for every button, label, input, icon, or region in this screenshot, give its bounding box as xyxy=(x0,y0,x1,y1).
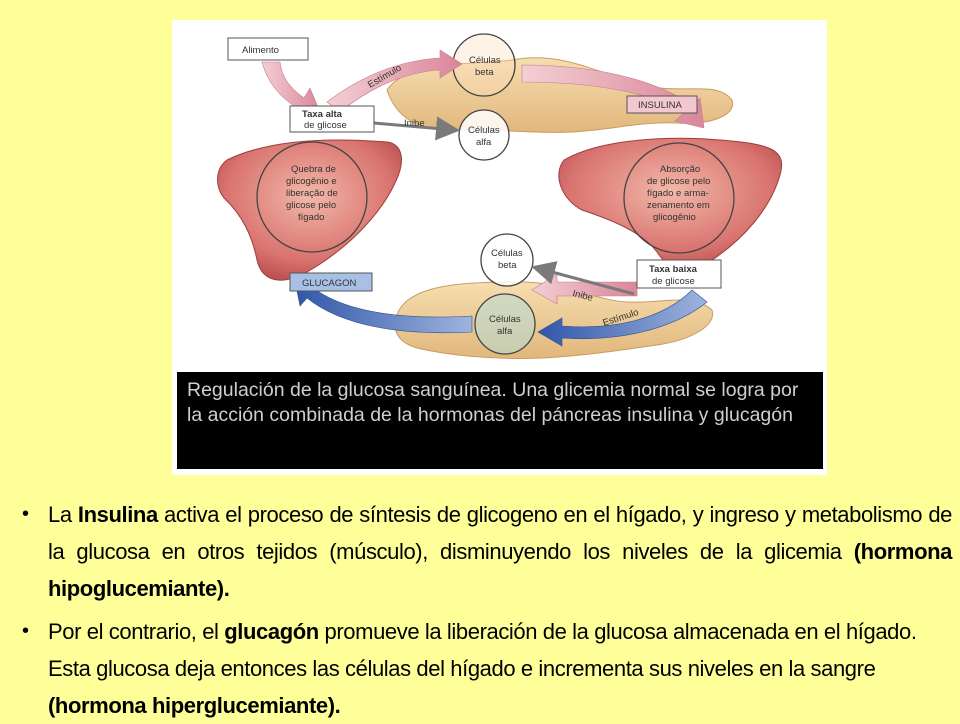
bullet2-bold-conclusion: (hormona hiperglucemiante). xyxy=(48,693,341,718)
label-absorcao-3: fígado e arma- xyxy=(647,188,709,199)
box-taxa-baixa xyxy=(636,259,722,289)
bullet1-bold-term: Insulina xyxy=(77,502,158,527)
label-quebra-2: glicogênio e xyxy=(286,176,337,187)
label-celulas-beta-bottom-2: beta xyxy=(498,260,517,271)
box-alimento xyxy=(227,37,309,61)
label-celulas-alfa-bottom-2: alfa xyxy=(497,326,513,337)
label-quebra-4: glicose pelo xyxy=(286,200,336,211)
label-celulas-beta-top-1: Células xyxy=(469,55,501,66)
bullet1-pre: La xyxy=(48,502,78,527)
bullet-insulina: • La Insulina activa el proceso de síntes… xyxy=(22,496,952,607)
bullet1-bold-conclusion: (hormona hipoglucemiante). xyxy=(48,539,952,601)
arrow-estimulo-bottom xyxy=(537,289,708,347)
bullet-dot-icon: • xyxy=(22,620,29,642)
bullet-dot-icon: • xyxy=(22,503,29,525)
circle-liver-left xyxy=(256,141,368,253)
arrow-inibe-top xyxy=(373,116,460,141)
label-inibe-top: Inibe xyxy=(404,118,425,129)
label-quebra-3: liberação de xyxy=(286,188,338,199)
bullet2-pre: Por el contrario, el xyxy=(48,619,225,644)
circle-liver-right xyxy=(623,142,735,254)
bullet2-bold-term: glucagón xyxy=(224,619,319,644)
box-insulina xyxy=(626,95,698,114)
arrow-estimulo-top xyxy=(326,49,463,113)
figure-caption: Regulación de la glucosa sanguínea. Una … xyxy=(177,372,823,469)
box-taxa-alta xyxy=(289,105,375,133)
label-taxa-alta-1: Taxa alta xyxy=(302,109,343,120)
label-glucagon: GLUCAGON xyxy=(302,278,357,289)
liver-left xyxy=(217,139,402,281)
label-celulas-beta-top-2: beta xyxy=(475,67,494,78)
diagram-illustration: Alimento Estímulo Células beta INSULINA … xyxy=(217,33,782,359)
label-taxa-baixa-2: de glicose xyxy=(652,276,695,287)
label-quebra-1: Quebra de xyxy=(291,164,336,175)
label-absorcao-4: zenamento em xyxy=(647,200,710,211)
circle-beta-bottom xyxy=(480,233,534,287)
label-absorcao-5: glicogênio xyxy=(653,212,696,223)
box-glucagon xyxy=(289,272,373,292)
arrow-taxa-baixa xyxy=(531,273,638,305)
liver-right xyxy=(558,137,782,271)
label-taxa-alta-2: de glicose xyxy=(304,120,347,131)
label-absorcao-1: Absorção xyxy=(660,164,700,175)
arrow-inibe-bottom xyxy=(531,261,635,296)
arrow-insulina xyxy=(521,64,705,129)
arrow-alimento xyxy=(261,61,321,117)
label-inibe-bottom: Inibe xyxy=(571,288,594,304)
label-celulas-beta-bottom-1: Células xyxy=(491,248,523,259)
label-quebra-5: fígado xyxy=(298,212,324,223)
bullet2-body: promueve la liberación de la glucosa alm… xyxy=(48,619,917,681)
label-celulas-alfa-top-1: Células xyxy=(468,125,500,136)
bullet1-body: activa el proceso de síntesis de glicoge… xyxy=(48,502,953,564)
label-taxa-baixa-1: Taxa baixa xyxy=(649,264,698,275)
label-insulina: INSULINA xyxy=(638,100,682,111)
label-celulas-alfa-top-2: alfa xyxy=(476,137,492,148)
circle-alfa-bottom xyxy=(474,293,536,355)
bullet-glucagon: • Por el contrario, el glucagón promueve … xyxy=(22,613,952,724)
label-absorcao-2: de glicose pelo xyxy=(647,176,710,187)
label-celulas-alfa-bottom-1: Células xyxy=(489,314,521,325)
bullet-list: • La Insulina activa el proceso de síntes… xyxy=(22,496,952,724)
label-alimento: Alimento xyxy=(242,45,279,56)
